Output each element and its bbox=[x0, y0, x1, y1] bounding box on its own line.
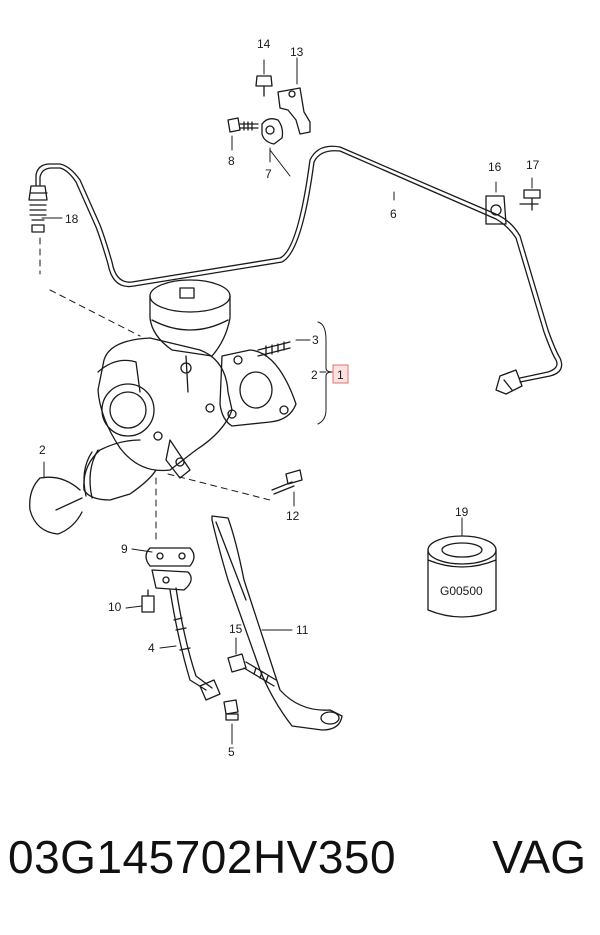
label-4: 4 bbox=[148, 641, 155, 655]
label-13: 13 bbox=[290, 45, 304, 59]
label-17: 17 bbox=[526, 158, 540, 172]
callout-labels: 1 2 2 3 4 5 6 7 8 9 10 11 12 13 14 15 16… bbox=[39, 37, 540, 759]
pipe-clip-16 bbox=[485, 195, 507, 225]
bolt-10 bbox=[141, 589, 155, 613]
label-15: 15 bbox=[229, 622, 243, 636]
label-8: 8 bbox=[228, 154, 235, 168]
label-12: 12 bbox=[286, 509, 300, 523]
bolt-12 bbox=[271, 469, 303, 495]
brand-name: VAG bbox=[492, 831, 586, 883]
label-1: 1 bbox=[337, 368, 344, 382]
label-10: 10 bbox=[108, 600, 122, 614]
oil-feed-pipe bbox=[28, 145, 563, 395]
banjo-bolt bbox=[223, 699, 239, 721]
label-7: 7 bbox=[265, 167, 272, 181]
support-bracket bbox=[211, 515, 343, 731]
label-16: 16 bbox=[488, 160, 502, 174]
label-2-gasket: 2 bbox=[39, 443, 46, 457]
bolt-8 bbox=[227, 117, 259, 133]
pipe-clip bbox=[261, 118, 284, 145]
leader-lines bbox=[39, 57, 533, 745]
bracket bbox=[277, 87, 311, 135]
gasket-2 bbox=[29, 476, 83, 535]
oil-filter-label: G00500 bbox=[440, 584, 483, 598]
turbocharger bbox=[97, 279, 297, 479]
turbocharger-exploded-diagram: 1 2 2 3 4 5 6 7 8 9 10 11 12 13 14 15 16… bbox=[28, 37, 563, 759]
label-5: 5 bbox=[228, 745, 235, 759]
label-18: 18 bbox=[65, 212, 79, 226]
gasket-9 bbox=[145, 547, 195, 567]
bolt-14 bbox=[255, 75, 273, 97]
label-14: 14 bbox=[257, 37, 271, 51]
bolt-17 bbox=[519, 189, 541, 211]
label-1-highlight bbox=[332, 364, 349, 384]
label-3: 3 bbox=[312, 333, 319, 347]
label-9: 9 bbox=[121, 542, 128, 556]
stud bbox=[257, 341, 291, 357]
intake-hose bbox=[83, 439, 157, 501]
label-6: 6 bbox=[390, 207, 397, 221]
bolt-15 bbox=[227, 653, 277, 687]
part-number: 03G145702HV350 bbox=[8, 831, 397, 883]
label-19: 19 bbox=[455, 505, 469, 519]
oil-filter bbox=[427, 535, 497, 618]
label-11: 11 bbox=[296, 623, 309, 637]
oil-line bbox=[151, 569, 221, 701]
label-2-turbo: 2 bbox=[311, 368, 318, 382]
